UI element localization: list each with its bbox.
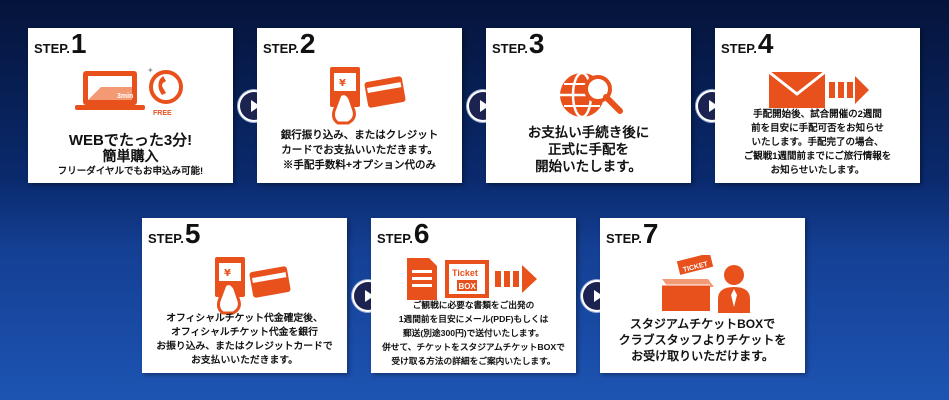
step-1-headline: WEBでたった3分!: [68, 132, 193, 149]
step-heading: STEP.4: [721, 28, 774, 59]
step-5-text: オフィシャルチケット代金確定後、オフィシャルチケット代金を銀行お振り込み、または…: [156, 313, 333, 366]
laptop-phone-icon: 3min FREE ✦: [28, 64, 233, 126]
step-card-1: STEP.1 3min FREE ✦ WEBでたった3分! 簡単購入 フリーダイ…: [28, 28, 233, 183]
step-heading: STEP.2: [263, 28, 316, 59]
svg-text:¥: ¥: [224, 268, 231, 279]
step-heading: STEP.6: [377, 218, 430, 249]
step-2-text: 銀行振り込み、またはクレジットカードでお支払いいただきます。※手配手数料+オプシ…: [280, 129, 439, 171]
step-heading: STEP.7: [606, 218, 659, 249]
step-card-7: STEP.7 TICKET スタジアムチケットBOXでクラブスタッフよりチケット…: [600, 218, 805, 373]
step-heading: STEP.3: [492, 28, 545, 59]
step-3-text: お支払い手続き後に正式に手配を開始いたします。: [527, 125, 650, 174]
step-card-5: STEP.5 ¥ オフィシャルチケット代金確定後、オフィシャルチケット代金を銀行…: [142, 218, 347, 373]
ticket-box-person-icon: TICKET: [600, 254, 805, 316]
step-heading: STEP.1: [34, 28, 87, 59]
step-card-4: STEP.4 手配開始後、試合開催の2週間前を目安に手配可否をお知らせいたします…: [715, 28, 920, 183]
step-heading: STEP.5: [148, 218, 201, 249]
envelope-icon: [715, 58, 920, 120]
step-1-note: フリーダイヤルでもお申込み可能!: [57, 166, 204, 177]
step-4-text: 手配開始後、試合開催の2週間前を目安に手配可否をお知らせいたします。手配完了の場…: [743, 109, 892, 176]
atm-card-icon: ¥: [257, 64, 462, 126]
step-7-text: スタジアムチケットBOXでクラブスタッフよりチケットをお受け取りいただけます。: [618, 317, 787, 363]
icon-min-text: 3min: [117, 93, 133, 100]
step-card-3: STEP.3 お支払い手続き後に正式に手配を開始いたします。: [486, 28, 691, 183]
atm-card-icon: ¥: [142, 254, 347, 316]
svg-text:¥: ¥: [339, 78, 346, 89]
icon-ticket-text: Ticket: [452, 268, 478, 278]
step-card-2: STEP.2 ¥ 銀行振り込み、またはクレジットカードでお支払いいただきます。※…: [257, 28, 462, 183]
step-1-subhead: 簡単購入: [102, 148, 159, 164]
globe-search-icon: [486, 64, 691, 126]
icon-box-text: BOX: [458, 282, 476, 291]
svg-text:✦: ✦: [147, 66, 154, 75]
icon-free-text: FREE: [153, 110, 172, 117]
document-ticket-icon: Ticket BOX: [371, 248, 576, 310]
